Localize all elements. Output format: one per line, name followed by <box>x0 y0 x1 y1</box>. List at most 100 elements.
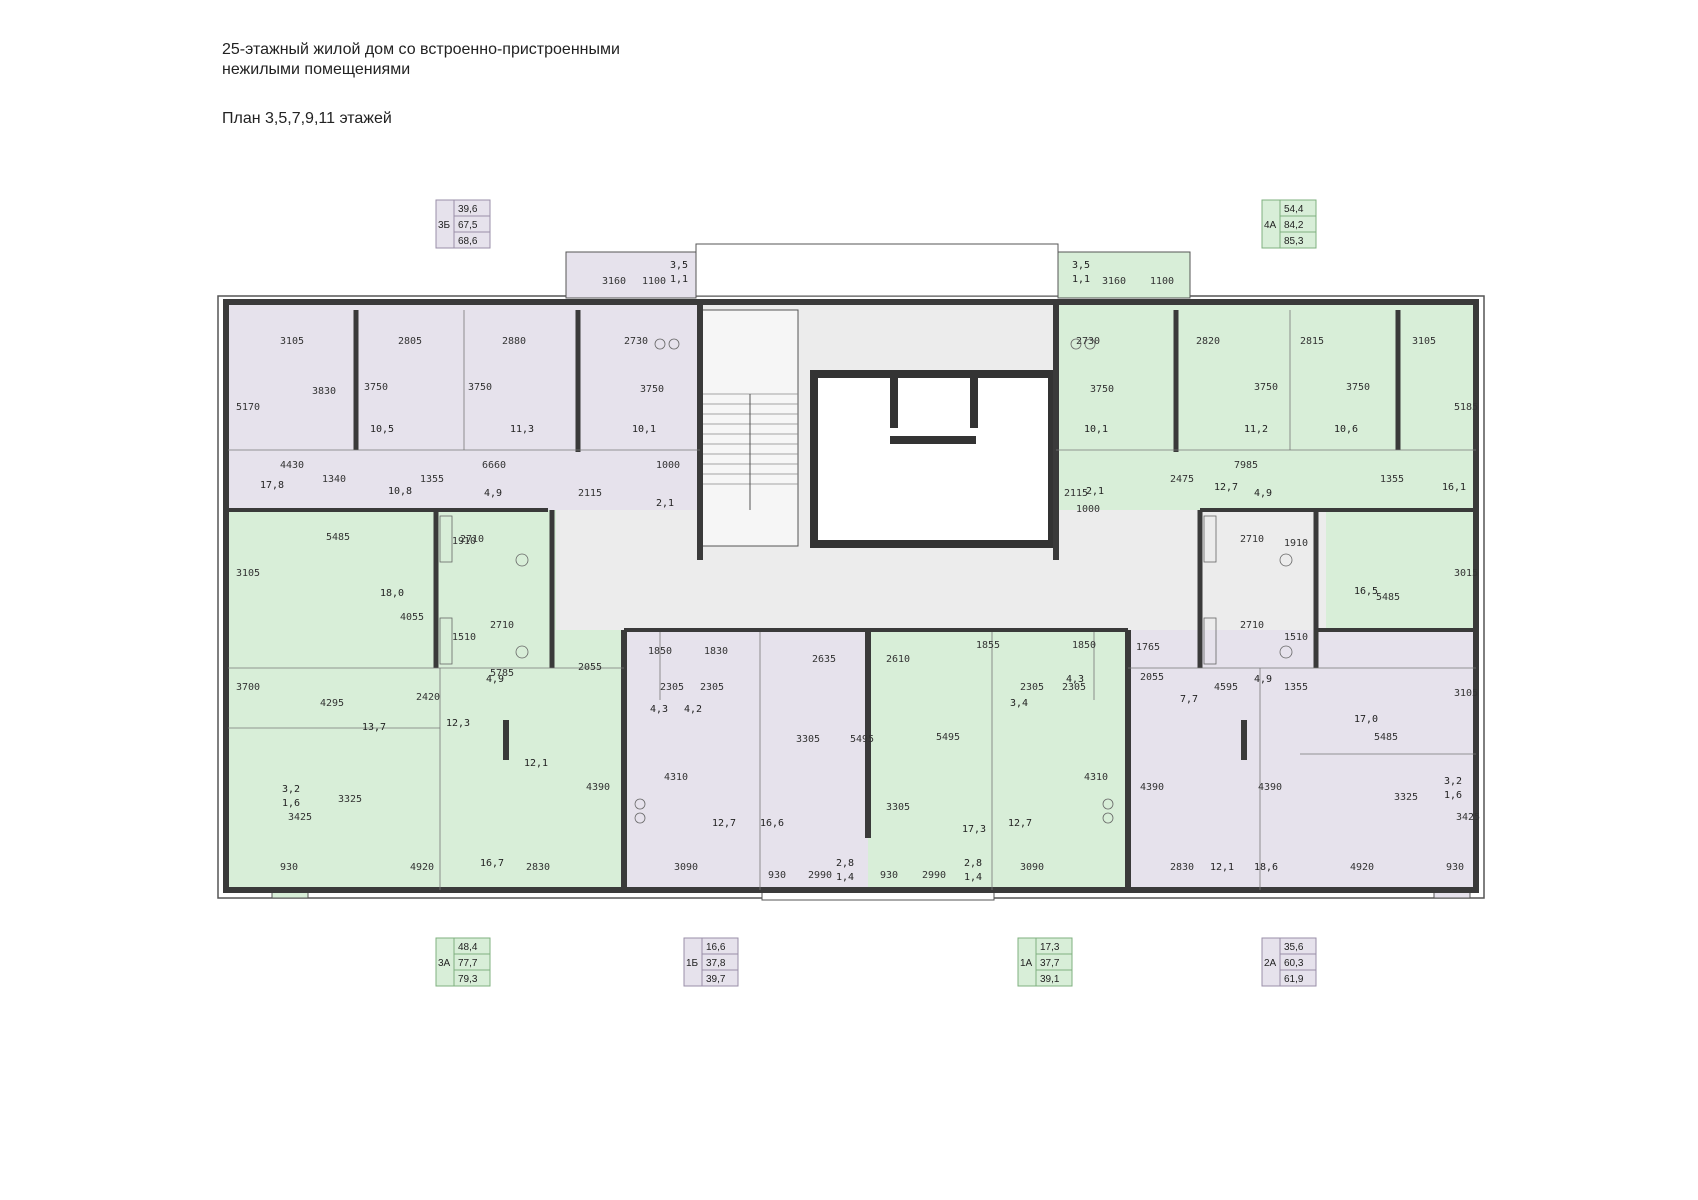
badge-3B-v2: 67,5 <box>458 220 478 231</box>
dim-label: 2420 <box>416 692 440 703</box>
badge-3A-label: 3А <box>438 958 451 969</box>
badge-1B-v1: 16,6 <box>706 942 726 953</box>
dim-label: 3750 <box>1090 384 1114 395</box>
area-label: 10,1 <box>1084 424 1108 435</box>
area-label: 16,6 <box>760 818 784 829</box>
dim-label: 1000 <box>656 460 680 471</box>
badge-1A-v2: 37,7 <box>1040 958 1060 969</box>
area-label: 12,7 <box>1008 818 1032 829</box>
floor-plan-subtitle: План 3,5,7,9,11 этажей <box>222 110 392 127</box>
badge-3A-v2: 77,7 <box>458 958 478 969</box>
dim-label: 2305 <box>1062 682 1086 693</box>
area-label: 18,6 <box>1254 862 1278 873</box>
area-label: 3,2 <box>282 784 300 795</box>
dim-label: 2115 <box>578 488 602 499</box>
area-label: 4,9 <box>484 488 502 499</box>
dim-label: 2830 <box>526 862 550 873</box>
badge-3B-v3: 68,6 <box>458 236 478 247</box>
area-label: 10,1 <box>632 424 656 435</box>
dimension-labels: 3105 2805 2880 2730 3830 3750 3750 3750 … <box>236 276 1480 881</box>
dim-label: 7985 <box>1234 460 1258 471</box>
badge-2A: 2А 35,6 60,3 61,9 <box>1261 937 1317 987</box>
dim-label: 2305 <box>700 682 724 693</box>
dim-label: 2305 <box>1020 682 1044 693</box>
dim-label: 930 <box>880 870 898 881</box>
dim-label: 2635 <box>812 654 836 665</box>
dim-label: 3305 <box>796 734 820 745</box>
dim-label: 3015 <box>1454 568 1478 579</box>
dim-label: 4295 <box>320 698 344 709</box>
dim-label: 4390 <box>1258 782 1282 793</box>
dim-label: 2730 <box>624 336 648 347</box>
dim-label: 3160 <box>602 276 626 287</box>
badge-1B-box <box>683 937 739 987</box>
dim-label: 2475 <box>1170 474 1194 485</box>
badge-3A: 3А 48,4 77,7 79,3 <box>435 937 491 987</box>
dim-label: 2610 <box>886 654 910 665</box>
dim-label: 3090 <box>1020 862 1044 873</box>
area-label: 12,7 <box>712 818 736 829</box>
dim-label: 2990 <box>922 870 946 881</box>
area-label: 11,3 <box>510 424 534 435</box>
area-label: 3,4 <box>1010 698 1028 709</box>
dim-label: 2710 <box>1240 534 1264 545</box>
badge-2A-v3: 61,9 <box>1284 974 1304 985</box>
area-label: 1,1 <box>670 274 688 285</box>
dim-label: 1000 <box>1076 504 1100 515</box>
badge-4A-v2: 84,2 <box>1284 220 1304 231</box>
dim-label: 2115 <box>1064 488 1088 499</box>
title-line-2: нежилыми помещениями <box>222 61 411 78</box>
area-label: 16,1 <box>1442 482 1466 493</box>
area-label: 4,3 <box>650 704 668 715</box>
badge-4A-v3: 85,3 <box>1284 236 1304 247</box>
dim-label: 930 <box>1446 862 1464 873</box>
area-label: 3,5 <box>1072 260 1090 271</box>
dim-label: 3105 <box>1412 336 1436 347</box>
area-label: 12,7 <box>1214 482 1238 493</box>
dim-label: 3105 <box>236 568 260 579</box>
badge-1B-v3: 39,7 <box>706 974 726 985</box>
dim-label: 2055 <box>578 662 602 673</box>
area-label: 4,9 <box>1254 488 1272 499</box>
dim-label: 4055 <box>400 612 424 623</box>
dim-label: 930 <box>280 862 298 873</box>
badge-1A: 1А 17,3 37,7 39,1 <box>1017 937 1073 987</box>
badge-2A-label: 2А <box>1264 958 1277 969</box>
dim-label: 5185 <box>1454 402 1478 413</box>
elevator-core <box>810 370 1056 548</box>
area-label: 1,1 <box>1072 274 1090 285</box>
title-block: 25-этажный жилой дом со встроенно-пристр… <box>222 40 620 80</box>
badge-1A-v1: 17,3 <box>1040 942 1060 953</box>
area-label: 10,6 <box>1334 424 1358 435</box>
area-label: 4,3 <box>1066 674 1084 685</box>
apartment-4A <box>1056 304 1476 630</box>
badge-1A-box <box>1017 937 1073 987</box>
dim-label: 3325 <box>1394 792 1418 803</box>
area-label: 1,4 <box>964 872 982 883</box>
dim-label: 3160 <box>1102 276 1126 287</box>
staircase <box>701 309 799 547</box>
area-label: 18,0 <box>380 588 404 599</box>
dim-label: 2805 <box>398 336 422 347</box>
dim-label: 2730 <box>1076 336 1100 347</box>
area-label: 17,8 <box>260 480 284 491</box>
dim-label: 3105 <box>280 336 304 347</box>
dim-label: 3090 <box>674 862 698 873</box>
dim-label: 2990 <box>808 870 832 881</box>
dim-label: 2830 <box>1170 862 1194 873</box>
dim-label: 5170 <box>236 402 260 413</box>
dim-label: 5485 <box>1374 732 1398 743</box>
dim-label: 4430 <box>280 460 304 471</box>
apartment-2A <box>1128 630 1476 890</box>
dim-label: 3325 <box>338 794 362 805</box>
dim-label: 3750 <box>1254 382 1278 393</box>
area-label: 3,5 <box>670 260 688 271</box>
badge-2A-box <box>1261 937 1317 987</box>
dim-label: 2815 <box>1300 336 1324 347</box>
apartment-1B <box>624 632 868 890</box>
badge-3A-v1: 48,4 <box>458 942 478 953</box>
dim-label: 3425 <box>1456 812 1480 823</box>
badge-3B-v1: 39,6 <box>458 204 478 215</box>
dim-label: 3750 <box>364 382 388 393</box>
dim-label: 1910 <box>1284 538 1308 549</box>
